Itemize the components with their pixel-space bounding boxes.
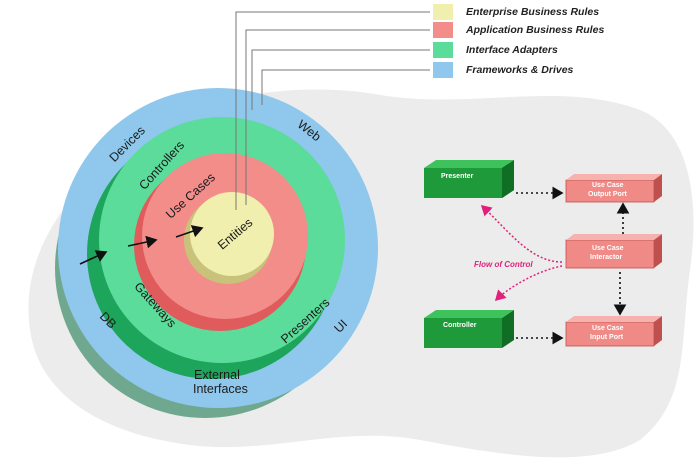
presenter-label: Presenter [441,173,474,180]
output-port-label-2: Output Port [588,191,628,198]
legend-swatch-frameworks [433,62,453,78]
legend-label-application: Application Business Rules [465,24,604,36]
legend: Enterprise Business Rules Application Bu… [433,4,604,78]
input-port-box: Use Case Input Port [565,316,662,347]
legend-swatch-adapters [433,42,453,58]
interactor-box: Use Case Interactor [565,234,662,269]
flow-of-control [480,204,563,302]
flow-of-control-label: Flow of Control [474,260,533,269]
legend-leader-lines [235,11,430,210]
output-port-label-1: Use Case [592,182,624,189]
label-external-1: External [194,368,240,382]
ring-entities [190,192,274,276]
legend-label-adapters: Interface Adapters [466,44,558,56]
presenter-box: Presenter [424,160,514,198]
legend-label-frameworks: Frameworks & Drives [466,64,574,76]
input-port-label-1: Use Case [592,325,624,332]
legend-swatch-application [433,22,453,38]
legend-swatch-enterprise [433,4,453,20]
dependency-connectors [516,186,630,345]
interactor-label-2: Interactor [590,254,623,261]
controller-label: Controller [443,322,477,329]
output-port-box: Use Case Output Port [565,174,662,203]
controller-box: Controller [424,310,514,348]
interactor-label-1: Use Case [592,245,624,252]
dependency-arrows [79,225,204,265]
legend-label-enterprise: Enterprise Business Rules [466,6,599,18]
label-external-2: Interfaces [193,382,248,396]
input-port-label-2: Input Port [590,334,624,341]
